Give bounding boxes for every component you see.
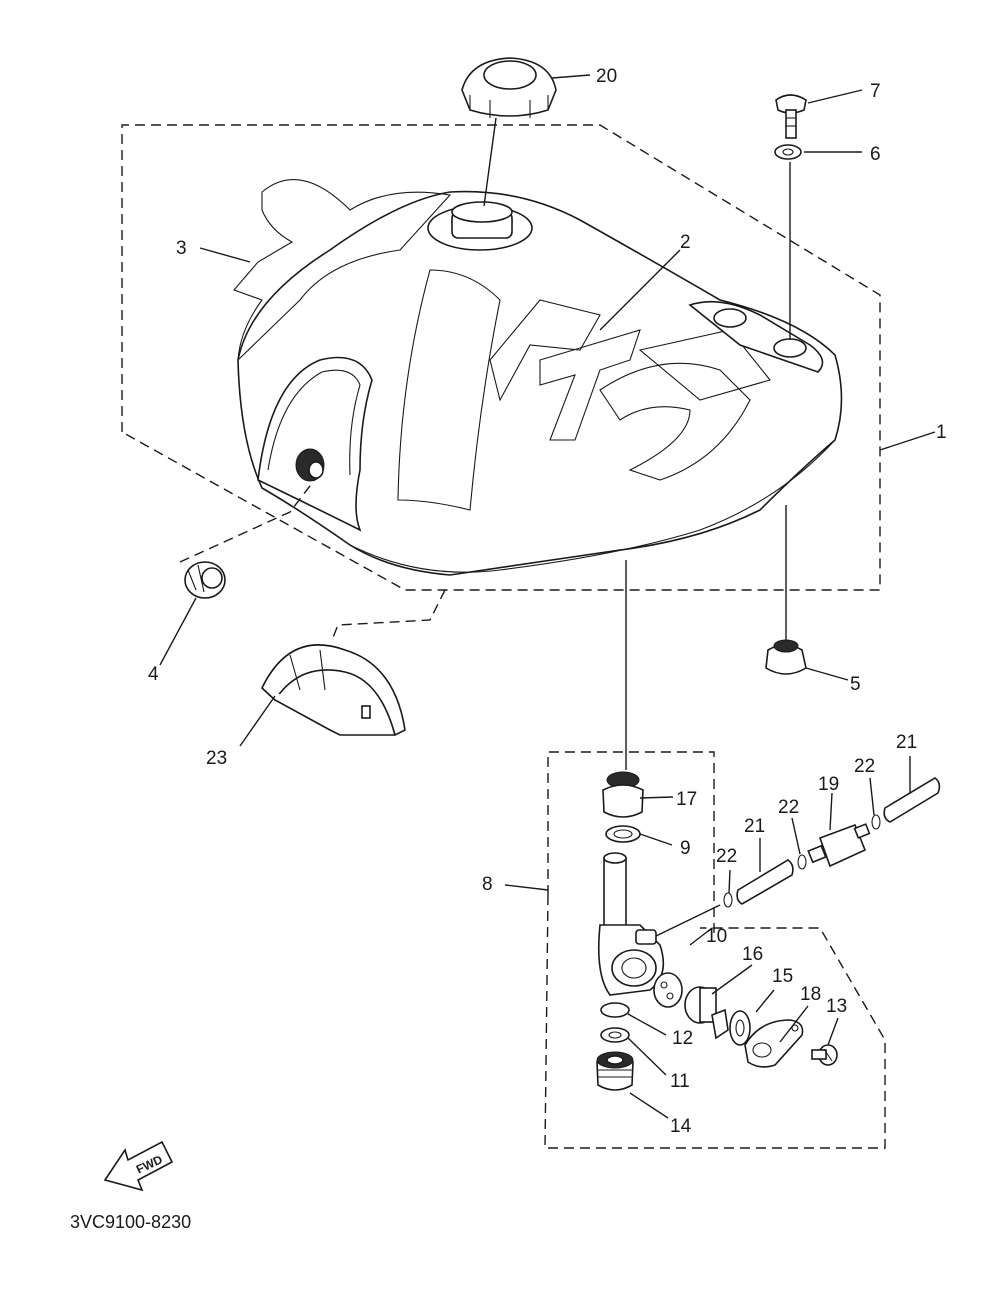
callout-22: 22 xyxy=(778,797,799,818)
hose-clip xyxy=(723,892,733,908)
callout-4: 4 xyxy=(148,664,159,685)
callout-6: 6 xyxy=(870,144,881,165)
callout-10: 10 xyxy=(706,926,727,947)
bolt xyxy=(775,94,807,139)
screw xyxy=(811,1044,838,1066)
gasket xyxy=(600,1027,630,1043)
callout-12: 12 xyxy=(672,1028,693,1049)
callout-20: 20 xyxy=(596,66,617,87)
o-ring xyxy=(605,825,641,843)
plate xyxy=(744,1019,804,1068)
callout-7: 7 xyxy=(870,81,881,102)
fuel-hose-rear xyxy=(883,777,941,823)
hose-clip xyxy=(871,814,881,830)
hose-clip xyxy=(797,854,807,870)
sediment-cup xyxy=(596,1051,634,1091)
wave-washer xyxy=(729,1010,751,1046)
leader-lines xyxy=(159,74,936,1119)
callout-21: 21 xyxy=(744,816,765,837)
callout-22: 22 xyxy=(854,756,875,777)
callout-5: 5 xyxy=(850,674,861,695)
callout-21: 21 xyxy=(896,732,917,753)
filler-cap xyxy=(461,57,557,118)
filter-screen xyxy=(600,1002,630,1018)
callout-1: 1 xyxy=(936,422,947,443)
nut xyxy=(602,771,644,818)
callout-17: 17 xyxy=(676,789,697,810)
callout-23: 23 xyxy=(206,748,227,769)
tank-assembly-boundary xyxy=(121,124,881,591)
washer xyxy=(774,144,802,160)
callout-labels: 1 2 3 4 5 6 7 8 9 10 11 12 13 14 15 16 1… xyxy=(148,66,947,1137)
grommet xyxy=(765,639,807,675)
callout-2: 2 xyxy=(680,232,691,253)
callout-3: 3 xyxy=(176,238,187,259)
callout-22: 22 xyxy=(716,846,737,867)
callout-18: 18 xyxy=(800,984,821,1005)
callout-8: 8 xyxy=(482,874,493,895)
part-code: 3VC9100-8230 xyxy=(70,1212,191,1232)
filter-disc xyxy=(653,972,683,1008)
valve xyxy=(684,986,729,1040)
callout-11: 11 xyxy=(670,1071,690,1092)
fuel-cock-assembly-boundary xyxy=(547,751,715,935)
callout-19: 19 xyxy=(818,774,839,795)
fuel-cock xyxy=(597,852,665,996)
tank-band xyxy=(261,644,406,737)
callout-16: 16 xyxy=(742,944,763,965)
fuel-filter xyxy=(807,823,871,868)
fuel-hose-front xyxy=(736,859,794,905)
forward-arrow-icon: FWD xyxy=(103,1140,174,1192)
fuel-tank xyxy=(233,179,843,576)
callout-13: 13 xyxy=(826,996,847,1017)
damper xyxy=(184,561,226,599)
callout-14: 14 xyxy=(670,1116,692,1137)
callout-15: 15 xyxy=(772,966,793,987)
callout-9: 9 xyxy=(680,838,691,859)
